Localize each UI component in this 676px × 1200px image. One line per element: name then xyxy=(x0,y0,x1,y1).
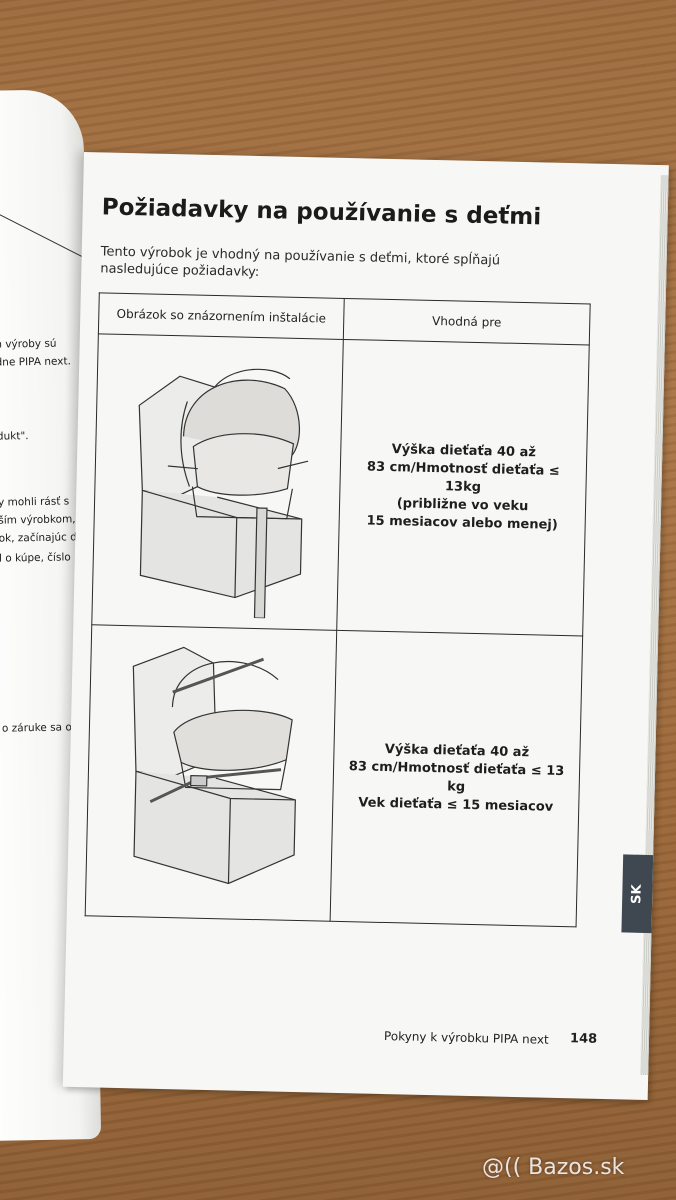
installation-image-cell xyxy=(91,333,344,631)
suitable-for-cell: Výška dieťaťa 40 až 83 cm/Hmotnosť dieťa… xyxy=(336,339,590,636)
car-seat-belt-installation-illustration xyxy=(132,646,296,885)
left-page-text-fragment: ším výrobkom, xyxy=(0,513,76,527)
requirement-line: 83 cm/Hmotnosť dieťaťa ≤ 13 kg xyxy=(348,759,565,795)
language-tab-label: SK xyxy=(629,883,646,904)
suitable-for-cell: Výška dieťaťa 40 až 83 cm/Hmotnosť dieťa… xyxy=(330,630,583,927)
page-number: 148 xyxy=(569,1031,598,1047)
left-page-text-fragment: y mohli rásť s xyxy=(0,495,70,509)
requirement-line: 15 mesiacov alebo menej) xyxy=(366,513,558,533)
left-page-text-fragment: n výroby sú xyxy=(0,337,57,351)
language-tab-sk: SK xyxy=(621,854,654,934)
requirement-line: 83 cm/Hmotnosť dieťaťa ≤ 13kg xyxy=(366,459,560,496)
left-page-text-fragment: dne PIPA next. xyxy=(0,355,72,369)
installation-image-cell xyxy=(85,624,337,922)
intro-text: Tento výrobok je vhodný na používanie s … xyxy=(100,244,501,281)
table-row: Výška dieťaťa 40 až 83 cm/Hmotnosť dieťa… xyxy=(91,333,590,636)
car-seat-isofix-base-illustration xyxy=(138,368,309,619)
page-title: Požiadavky na používanie s deťmi xyxy=(101,194,542,231)
left-page-text-fragment: l o kúpe, číslo xyxy=(0,551,71,565)
requirement-line: Vek dieťaťa ≤ 15 mesiacov xyxy=(358,795,554,815)
left-page-text-fragment: dukt". xyxy=(0,430,29,443)
left-page-rule xyxy=(0,210,83,258)
requirements-table: Obrázok so znázornením inštalácie Vhodná… xyxy=(85,292,591,927)
header-installation-image: Obrázok so znázornením inštalácie xyxy=(98,292,345,340)
table-row: Výška dieťaťa 40 až 83 cm/Hmotnosť dieťa… xyxy=(85,624,583,927)
right-page: Požiadavky na používanie s deťmi Tento v… xyxy=(62,152,669,1101)
footer-product-title: Pokyny k výrobku PIPA next xyxy=(383,1029,549,1047)
header-suitable-for: Vhodná pre xyxy=(343,298,591,346)
bazos-watermark: @(( Bazos.sk xyxy=(482,1155,625,1180)
